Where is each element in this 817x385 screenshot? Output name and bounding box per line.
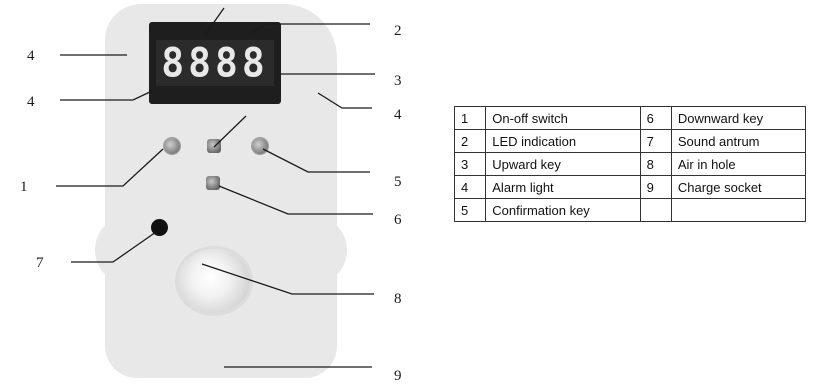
legend-part-name: Upward key [485,152,641,176]
legend-row: 4 Alarm light 9 Charge socket [453,175,807,199]
leader-line-8 [201,263,374,295]
callout-left-3: 1 [20,179,28,195]
leader-line-4-bottom-left [60,90,153,101]
on-off-switch[interactable] [164,138,180,154]
air-in-hole [178,249,250,313]
callout-right-3: 4 [394,107,402,123]
legend-number: 4 [453,175,487,199]
legend-number: 5 [453,198,487,222]
leader-line-5 [262,148,370,173]
legend-part-name: LED indication [485,129,641,153]
callout-left-2: 4 [27,94,35,110]
legend-number: 9 [639,175,672,199]
legend-number: 3 [453,152,487,176]
leader-line-7 [71,231,157,263]
legend-part-name: Downward key [670,106,807,130]
legend-part-name [670,198,807,222]
legend-number: 7 [639,129,672,153]
leader-line-1 [56,148,164,187]
led-digits: 8888 [161,39,269,87]
parts-legend-table: 1 On-off switch 6 Downward key 2 LED ind… [453,106,807,222]
callout-right-5: 6 [394,212,402,228]
legend-row: 3 Upward key 8 Air in hole [453,152,807,176]
legend-part-name: Confirmation key [485,198,641,222]
callout-right-1: 2 [394,23,402,39]
legend-row: 1 On-off switch 6 Downward key [453,106,807,130]
downward-key[interactable] [206,176,220,190]
legend-part-name: Air in hole [670,152,807,176]
upward-key[interactable] [207,139,221,153]
callout-right-4: 5 [394,174,402,190]
leader-line-6 [218,185,373,215]
legend-number [639,198,672,222]
callout-right-2: 3 [394,73,402,89]
callout-left-1: 4 [27,48,35,64]
legend-row: 2 LED indication 7 Sound antrum [453,129,807,153]
led-display: 8888 [156,40,274,86]
legend-number: 1 [453,106,487,130]
leader-line-top [204,7,225,36]
callout-left-4: 7 [36,255,44,271]
leader-line-2 [249,23,370,34]
legend-part-name: Sound antrum [670,129,807,153]
callout-right-7: 9 [394,368,402,384]
legend-part-name: On-off switch [485,106,641,130]
legend-part-name: Alarm light [485,175,641,199]
legend-number: 2 [453,129,487,153]
legend-row: 5 Confirmation key [453,198,807,222]
legend-number: 6 [639,106,672,130]
callout-right-6: 8 [394,291,402,307]
legend-part-name: Charge socket [670,175,807,199]
legend-number: 8 [639,152,672,176]
leader-line-upward [213,115,247,148]
leader-line-4-right [317,92,372,109]
